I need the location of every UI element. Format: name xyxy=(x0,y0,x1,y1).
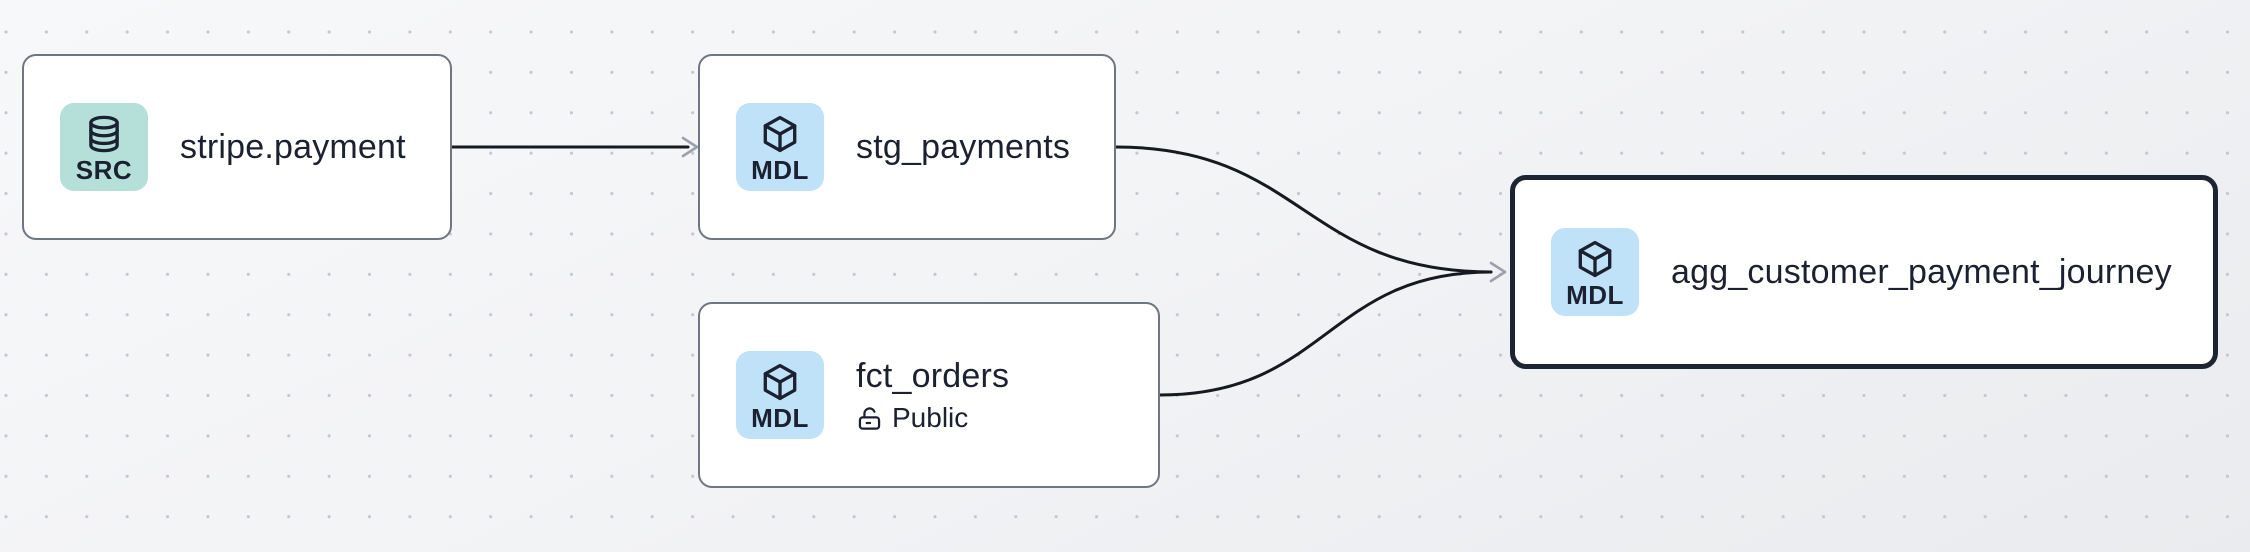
node-title: agg_customer_payment_journey xyxy=(1671,252,2172,291)
node-stg-payments[interactable]: MDL stg_payments xyxy=(698,54,1116,240)
node-title: fct_orders xyxy=(856,357,1010,395)
access-row: Public xyxy=(856,403,1009,433)
source-type-chip: SRC xyxy=(60,103,148,191)
access-label: Public xyxy=(892,402,969,433)
node-type-label: SRC xyxy=(75,155,133,185)
model-type-chip: MDL xyxy=(736,351,824,439)
cube-icon xyxy=(1578,240,1612,278)
node-title: stripe.payment xyxy=(180,127,406,166)
node-fct-orders[interactable]: MDL fct_orders Public xyxy=(698,302,1160,488)
arrowhead-icon xyxy=(681,136,699,158)
node-agg-customer-payment-journey[interactable]: MDL agg_customer_payment_journey xyxy=(1510,175,2218,369)
model-type-chip: MDL xyxy=(1551,228,1639,316)
node-type-label: MDL xyxy=(751,403,809,433)
lock-open-icon xyxy=(858,406,881,430)
model-type-chip: MDL xyxy=(736,103,824,191)
node-stripe-payment[interactable]: SRC stripe.payment xyxy=(22,54,452,240)
cube-icon xyxy=(763,115,797,153)
node-title: stg_payments xyxy=(856,127,1071,166)
arrowhead-icon xyxy=(1489,261,1507,283)
edge-fct-orders-to-agg[interactable] xyxy=(1158,270,1493,397)
cube-icon xyxy=(763,363,797,401)
node-type-label: MDL xyxy=(1566,280,1624,310)
node-type-label: MDL xyxy=(751,155,809,185)
edge-stg-payments-to-agg[interactable] xyxy=(1114,145,1493,274)
database-icon xyxy=(89,115,119,153)
